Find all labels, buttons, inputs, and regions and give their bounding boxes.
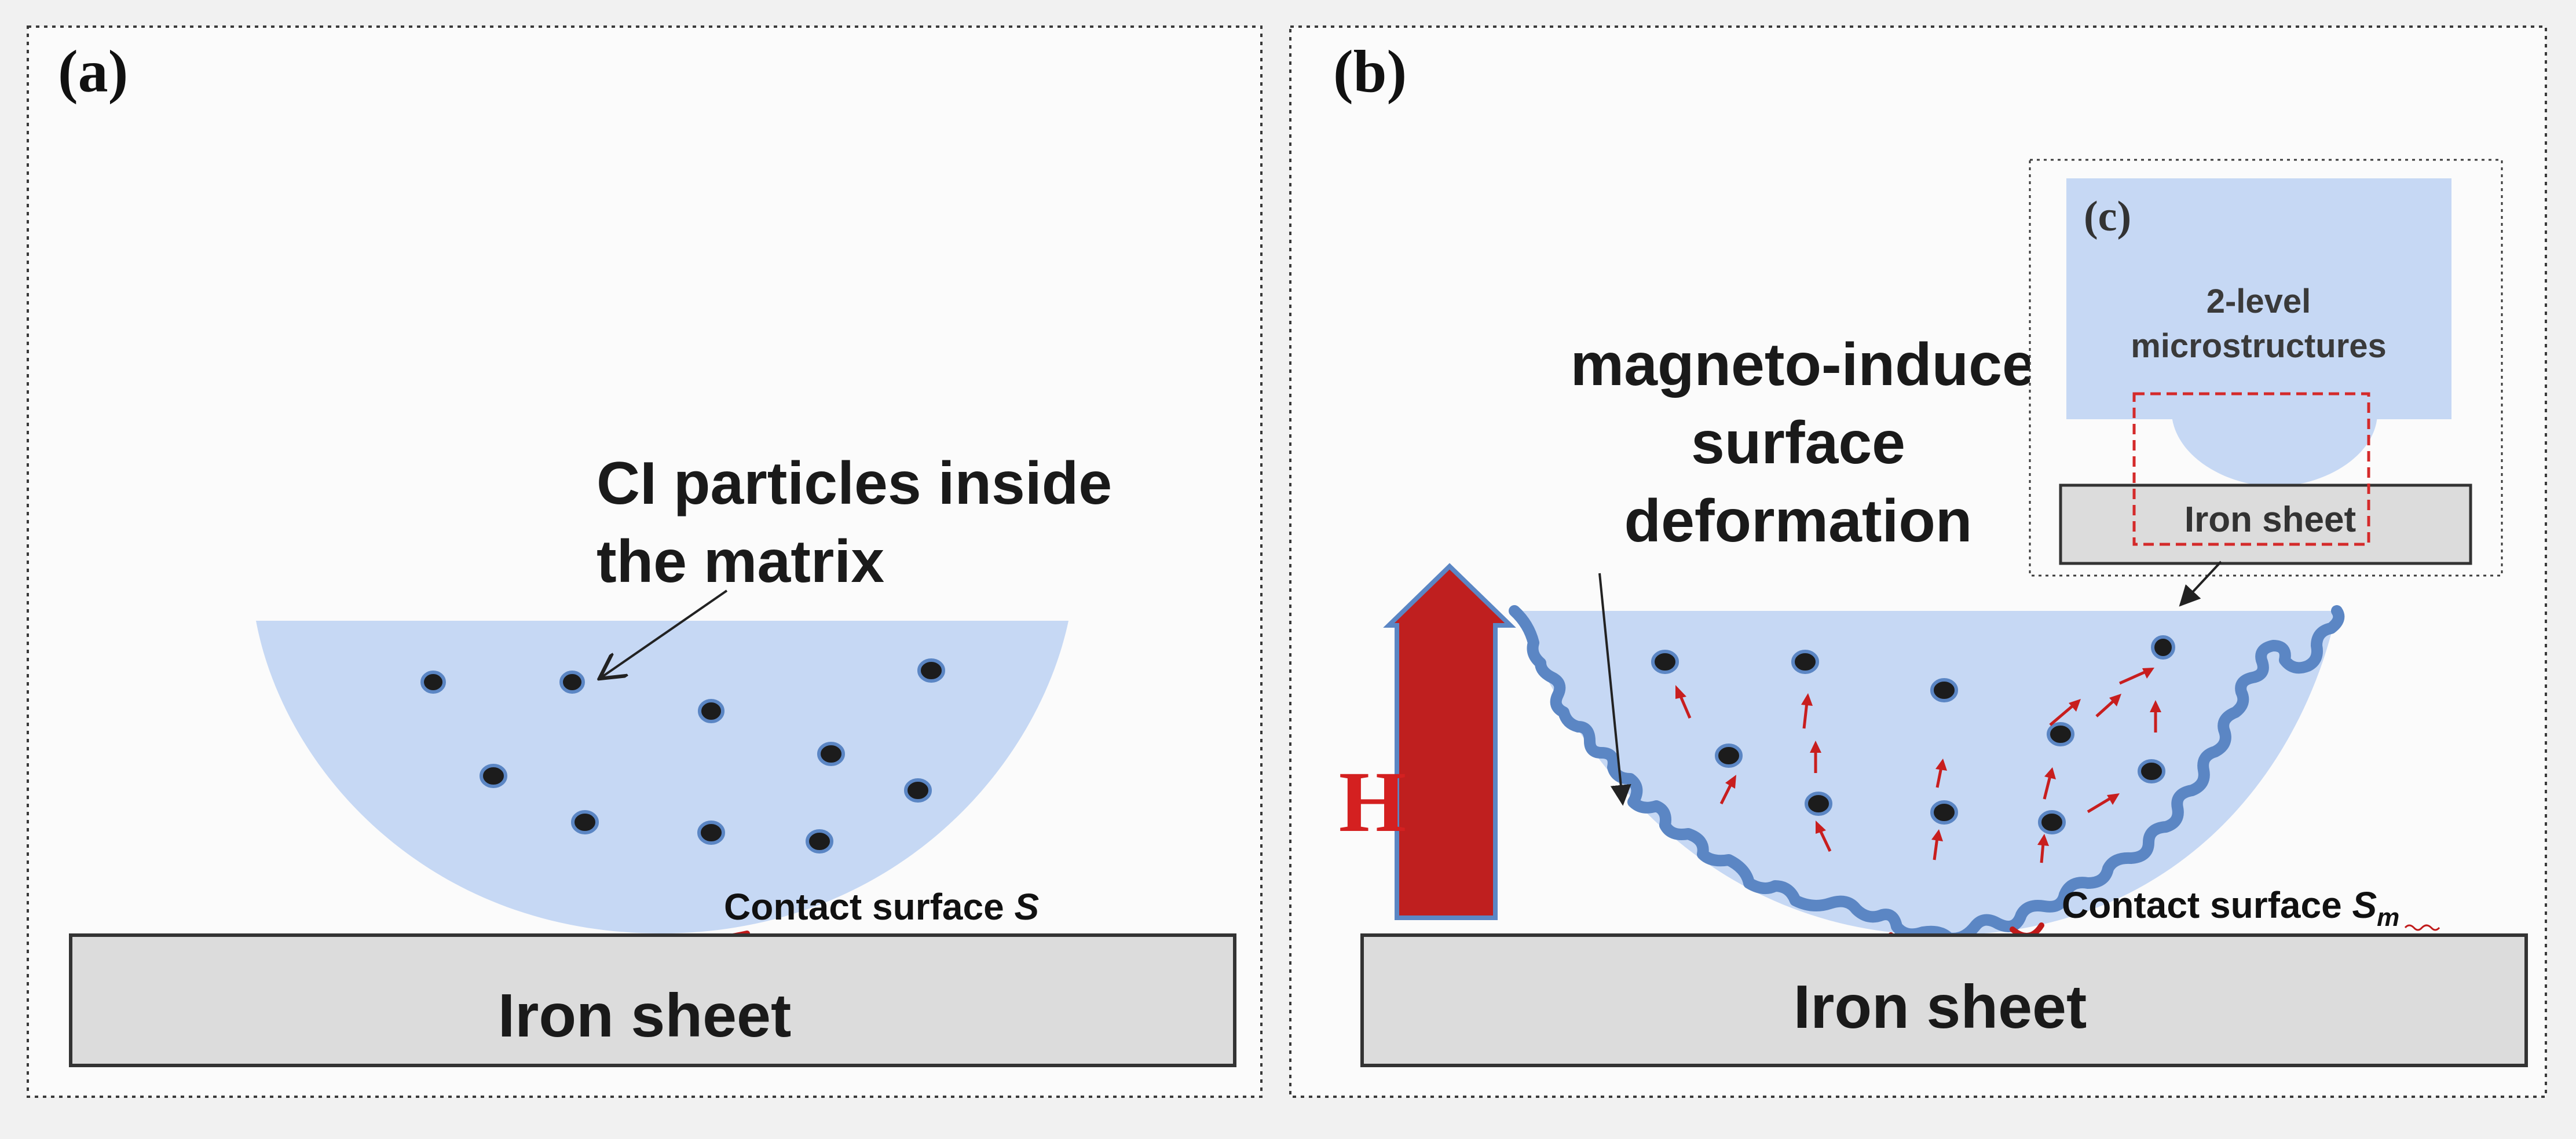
ci-particle [904, 778, 932, 803]
motion-arrow [1719, 775, 1736, 805]
panel-c-label: (c) [2084, 193, 2131, 240]
panel-b-label: (b) [1333, 38, 1407, 105]
motion-arrow [1801, 693, 1813, 729]
ci-particle [697, 821, 725, 845]
contact-surface-label-b: Contact surface Sm [2062, 884, 2399, 932]
ci-particle [2151, 635, 2175, 660]
ci-particle [559, 671, 585, 694]
panel-a-label: (a) [58, 38, 128, 105]
iron-sheet-b [1360, 933, 2528, 1067]
motion-arrow [2095, 694, 2121, 717]
inset-text-line2: microstructures [2131, 327, 2387, 365]
ci-particle [1715, 744, 1743, 768]
particles-pointer-arrow [599, 589, 728, 679]
motion-arrow [1931, 829, 1943, 860]
ci-particle [806, 829, 833, 854]
iron-sheet-label-a: Iron sheet [498, 981, 792, 1050]
iron-sheet-label-b: Iron sheet [1794, 973, 2087, 1041]
deformation-pointer-arrow [1598, 573, 1631, 806]
magnetic-field-arrow [1383, 563, 1516, 920]
deformation-annotation-line2: surface [1691, 409, 1905, 477]
inset-text-line1: 2-level [2207, 283, 2311, 320]
particles-annotation-line1: CI particles inside [597, 450, 1112, 517]
deformation-annotation-line1: magneto-induced [1571, 331, 2073, 398]
inset-iron-sheet-label: Iron sheet [2185, 500, 2356, 540]
ci-particle [1930, 678, 1958, 702]
ci-particle [2138, 759, 2165, 783]
motion-arrow [2037, 834, 2049, 863]
ci-particle [817, 742, 845, 766]
particle-group-b [1651, 635, 2175, 834]
particle-group [420, 658, 945, 854]
ci-particle [1651, 650, 1679, 674]
ci-particle [917, 658, 945, 683]
motion-arrow [2118, 668, 2154, 685]
ci-particle [480, 764, 507, 788]
motion-arrow [1816, 821, 1832, 852]
panel-c-inset: (c) 2-level microstructures Iron sheet [2029, 159, 2503, 607]
motion-arrow [2049, 699, 2081, 726]
ci-particle [1791, 650, 1819, 674]
panel-b: (b) H [1289, 25, 2547, 1098]
inset-pointer-arrow [2179, 561, 2222, 607]
inset-iron-sheet [2059, 484, 2472, 565]
panel-a: (a) CI particles inside the matrix Conta… [27, 25, 1263, 1098]
iron-sheet-a [69, 933, 1236, 1067]
particle-motion-arrows [1675, 668, 2161, 863]
inset-microstructure-bump [2172, 416, 2377, 486]
motion-arrow [2150, 700, 2161, 733]
motion-arrow [2043, 767, 2056, 800]
inset-matrix-block [2066, 178, 2451, 419]
inset-zoom-box [2132, 392, 2370, 546]
particles-annotation-line2: the matrix [597, 528, 884, 595]
matrix-hemisphere [256, 621, 1069, 933]
ci-particle [571, 810, 599, 834]
ci-particle [1930, 800, 1958, 825]
motion-arrow [1810, 741, 1821, 773]
ci-particle [2047, 722, 2074, 746]
motion-arrow [1675, 685, 1692, 719]
ci-particle [420, 671, 446, 694]
field-label-h: H [1339, 754, 1407, 850]
motion-arrow [2087, 793, 2120, 814]
ci-particle [1805, 792, 1832, 816]
deformation-annotation-line3: deformation [1624, 488, 1973, 555]
ci-particle [2038, 810, 2066, 834]
contact-surface-label-a: Contact surface S [724, 886, 1039, 928]
ci-particle [698, 699, 724, 723]
sm-underline [2404, 924, 2440, 931]
motion-arrow [1935, 759, 1947, 788]
